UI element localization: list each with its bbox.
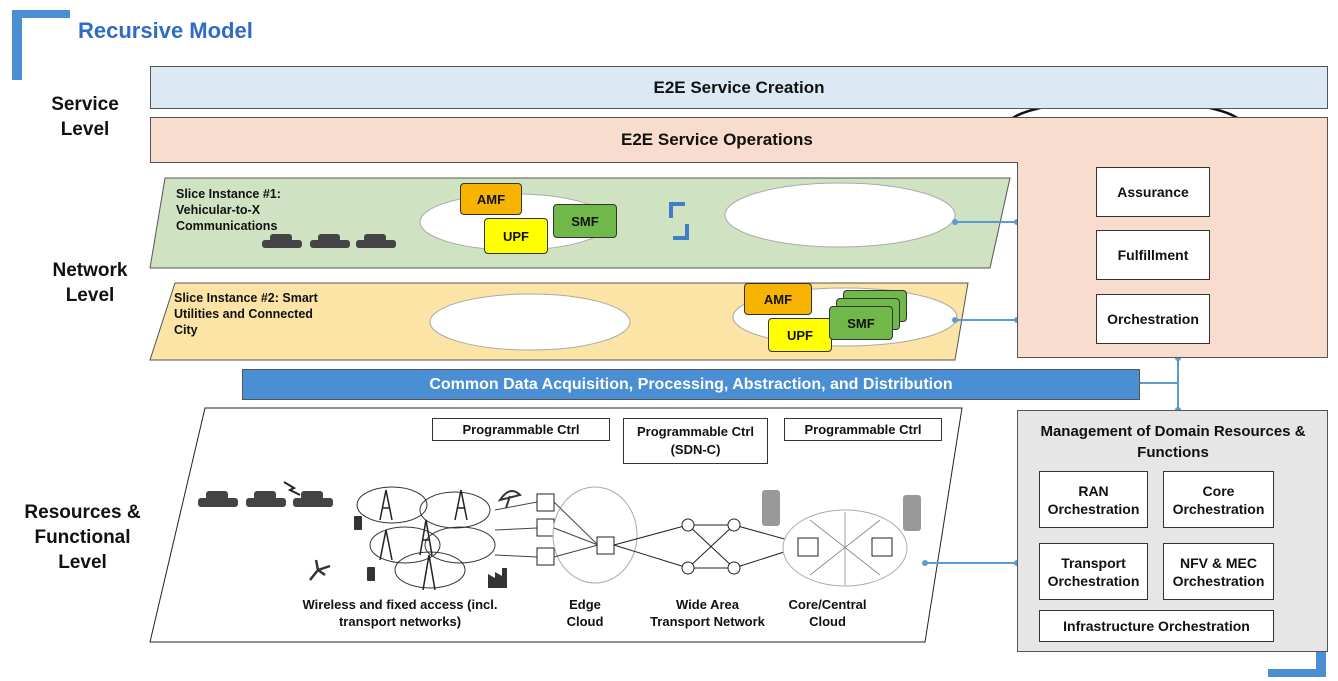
service-level-label: Service Level	[51, 94, 119, 140]
slice-1-label: Slice Instance #1: Vehicular-to-X Commun…	[176, 187, 281, 233]
programmable-ctrl-sdn-c: Programmable Ctrl (SDN-C)	[623, 418, 768, 464]
core-orchestration-box: Core Orchestration	[1163, 471, 1274, 528]
common-data-label: Common Data Acquisition, Processing, Abs…	[429, 375, 953, 393]
service-operations-bar: E2E Service Operations	[150, 117, 1328, 163]
car-icons-slice1	[262, 234, 396, 248]
car-icons-resource	[198, 481, 333, 507]
tower-icons	[379, 489, 468, 591]
domain-wan-label: Wide Area Transport Network	[650, 597, 765, 629]
slice-1-amf: AMF	[460, 183, 522, 215]
transport-orchestration-box: Transport Orchestration	[1039, 543, 1148, 600]
core-switches	[797, 537, 893, 557]
programmable-ctrl-2: Programmable Ctrl	[784, 418, 942, 441]
slice-2-cloud-left	[429, 293, 631, 351]
domain-access-label: Wireless and fixed access (incl. transpo…	[302, 597, 498, 629]
service-creation-label: E2E Service Creation	[653, 77, 825, 97]
server-rack-icons	[762, 490, 921, 531]
orchestration-box: Orchestration	[1096, 294, 1210, 344]
domain-core-label: Core/Central Cloud	[788, 597, 867, 629]
phone-icons	[354, 516, 375, 581]
slice-1-cloud-right	[724, 182, 956, 248]
assurance-box: Assurance	[1096, 167, 1210, 217]
slice-2-amf: AMF	[744, 283, 812, 315]
slice-1-smf: SMF	[553, 204, 617, 238]
programmable-ctrl-1: Programmable Ctrl	[432, 418, 610, 441]
fulfillment-box: Fulfillment	[1096, 230, 1210, 280]
edge-cloud-node	[596, 536, 615, 555]
service-creation-bar: E2E Service Creation	[150, 66, 1328, 109]
ran-orchestration-box: RAN Orchestration	[1039, 471, 1148, 528]
common-data-bar: Common Data Acquisition, Processing, Abs…	[242, 369, 1140, 400]
edge-nodes	[536, 493, 555, 566]
satellite-dish-icon	[497, 490, 522, 509]
domain-edge-label: Edge Cloud	[566, 597, 604, 629]
radio-cells	[356, 486, 496, 589]
resources-level-label: Resources & Functional Level	[24, 502, 141, 573]
wan-nodes	[681, 518, 741, 575]
network-level-label: Network Level	[52, 260, 128, 306]
corner-bracket-top-left	[12, 10, 70, 80]
factory-icon	[488, 568, 507, 588]
service-operations-label: E2E Service Operations	[621, 130, 813, 149]
edge-cloud	[552, 486, 638, 584]
slice-1-upf: UPF	[484, 218, 548, 254]
robot-arm-icon	[309, 559, 331, 581]
slice-2-upf: UPF	[768, 318, 832, 352]
nfv-mec-orchestration-box: NFV & MEC Orchestration	[1163, 543, 1274, 600]
slice-2-smf: SMF	[829, 306, 893, 340]
infrastructure-orchestration-box: Infrastructure Orchestration	[1039, 610, 1274, 642]
page-title: Recursive Model	[78, 18, 253, 43]
management-title: Management of Domain Resources & Functio…	[1040, 423, 1306, 461]
slice-2-label: Slice Instance #2: Smart Utilities and C…	[174, 291, 318, 337]
bracket-icon	[669, 202, 685, 218]
